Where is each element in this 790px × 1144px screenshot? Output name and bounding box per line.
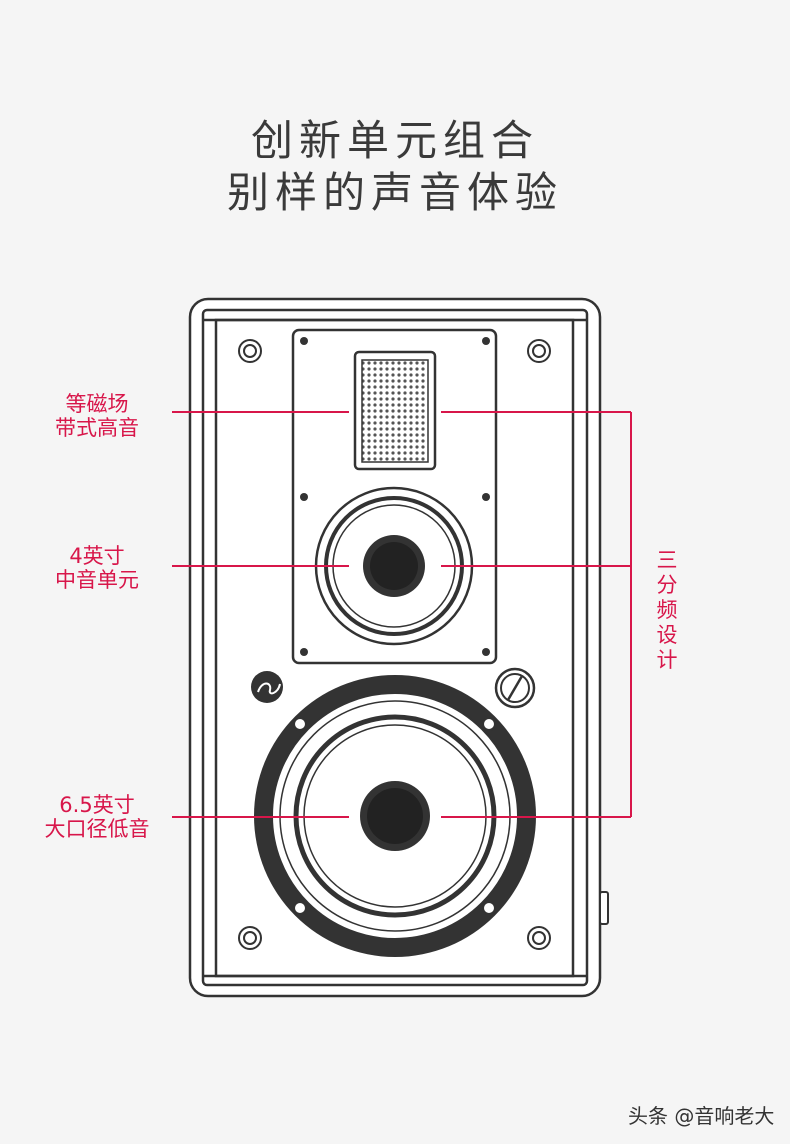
woofer-callout-line1: 6.5英寸	[59, 793, 135, 817]
crossover-char: 设	[656, 623, 678, 647]
bass-port-icon	[494, 667, 536, 709]
midrange-callout-line1: 4英寸	[69, 544, 125, 568]
cabinet-screws	[238, 339, 551, 950]
crossover-char: 频	[656, 598, 678, 622]
tweeter-callout-line2: 带式高音	[55, 416, 139, 440]
crossover-char: 分	[656, 573, 678, 597]
crossover-char: 计	[656, 648, 678, 672]
midrange-callout: 4英寸 中音单元	[22, 544, 172, 592]
woofer-callout: 6.5英寸 大口径低音	[22, 793, 172, 841]
tweeter-callout-line1: 等磁场	[65, 392, 129, 416]
page-title-line1: 创新单元组合	[250, 116, 539, 165]
brand-logo-icon	[251, 671, 283, 703]
woofer-callout-line2: 大口径低音	[44, 817, 150, 841]
screw-bottom-right	[527, 926, 551, 950]
screw-top-right	[527, 339, 551, 363]
page-title-line2: 别样的声音体验	[226, 168, 563, 217]
midrange-callout-line2: 中音单元	[55, 568, 139, 592]
woofer-driver	[254, 675, 536, 957]
tweeter-callout: 等磁场 带式高音	[22, 392, 172, 440]
side-switch	[599, 891, 609, 925]
crossover-char: 三	[656, 548, 678, 572]
screw-bottom-left	[238, 926, 262, 950]
crossover-label: 三 分 频 设 计	[652, 548, 682, 673]
screw-top-left	[238, 339, 262, 363]
callout-lines	[172, 411, 632, 818]
ribbon-tweeter	[353, 350, 437, 471]
watermark: 头条 @音响老大	[628, 1104, 775, 1128]
